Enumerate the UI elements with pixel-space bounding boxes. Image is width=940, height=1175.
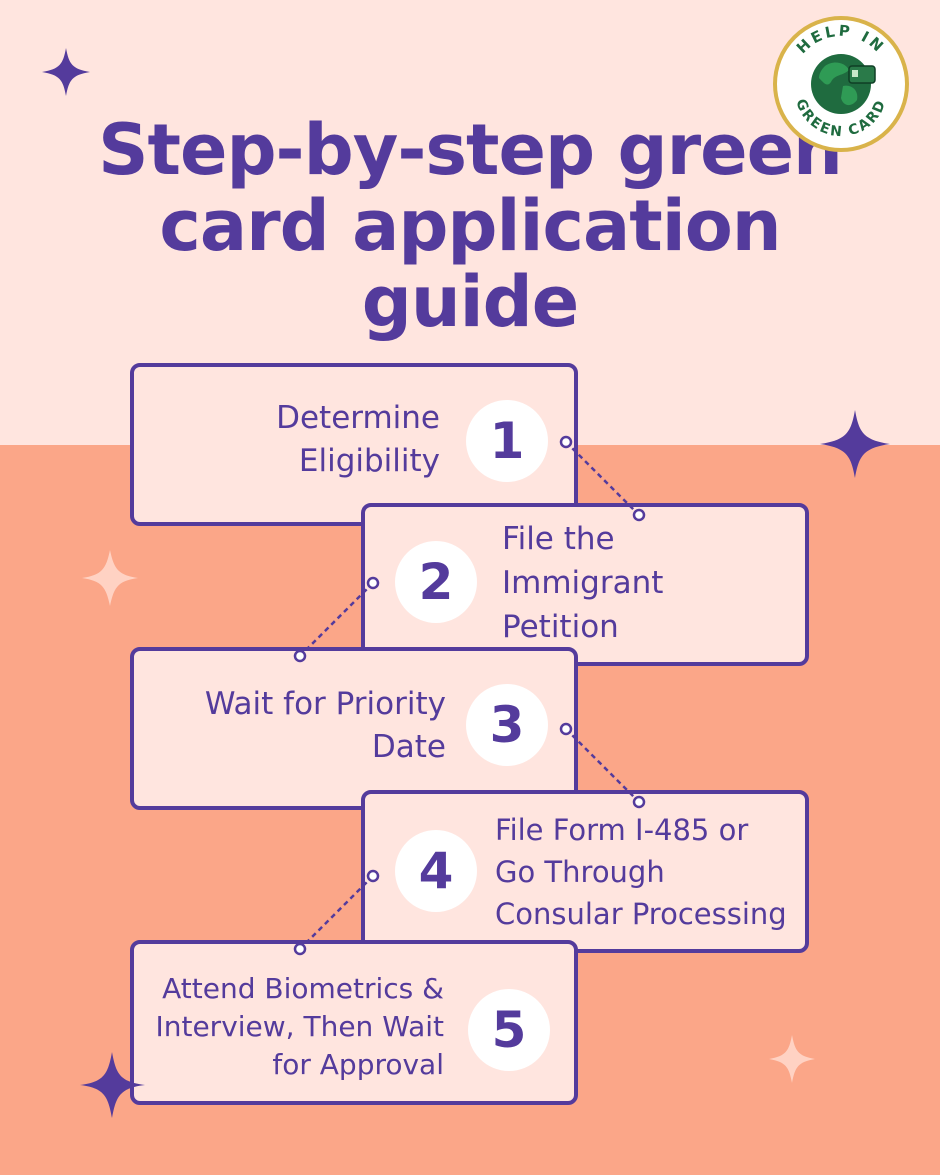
title-line: Step-by-step green <box>98 109 843 191</box>
help-in-green-card-logo: HELP IN GREEN CARD <box>773 16 909 152</box>
step-card-4: 4 File Form I-485 or Go Through Consular… <box>361 790 809 953</box>
step-card-1: Determine Eligibility 1 <box>130 363 578 526</box>
step-number-badge: 5 <box>468 989 550 1071</box>
globe-icon <box>811 54 871 114</box>
step-label: Determine Eligibility <box>276 400 440 479</box>
page-title: Step-by-step green card application guid… <box>40 112 900 340</box>
step-card-3: Wait for Priority Date 3 <box>130 647 578 810</box>
step-label: Wait for Priority Date <box>204 686 446 765</box>
step-label: Attend Biometrics & Interview, Then Wait… <box>155 972 444 1081</box>
step-card-2: 2 File the Immigrant Petition <box>361 503 809 666</box>
step-number-badge: 3 <box>466 684 548 766</box>
step-label: File Form I-485 or Go Through Consular P… <box>495 813 787 931</box>
step-label: File the Immigrant Petition <box>502 521 664 645</box>
step-number-badge: 4 <box>395 830 477 912</box>
title-line: guide <box>361 261 580 343</box>
step-number-badge: 2 <box>395 541 477 623</box>
title-line: card application <box>159 185 781 267</box>
step-card-5: Attend Biometrics & Interview, Then Wait… <box>130 940 578 1105</box>
step-number-badge: 1 <box>466 400 548 482</box>
